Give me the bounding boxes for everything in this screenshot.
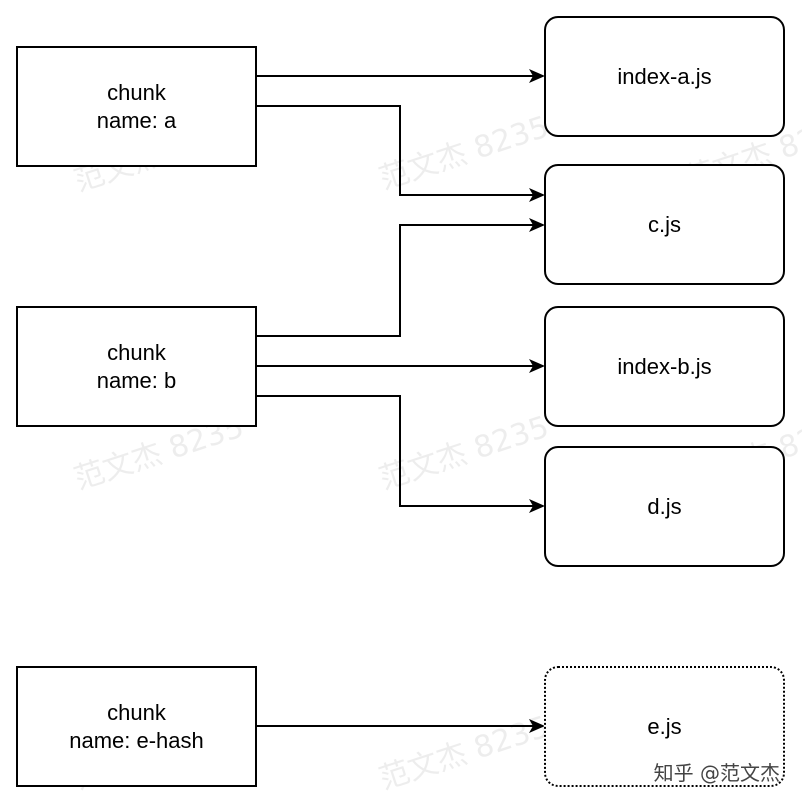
- chunk-b-name: name: b: [96, 367, 177, 393]
- edge-a-to-c: [257, 105, 545, 202]
- file-index-a: index-a.js: [544, 16, 785, 137]
- edge-b-to-d: [257, 395, 545, 513]
- chunk-e-title: chunk: [107, 699, 166, 725]
- chunk-e-name: name: e-hash: [69, 727, 204, 753]
- chunk-a-box: chunk name: a: [16, 46, 257, 167]
- chunk-b-box: chunk name: b: [16, 306, 257, 427]
- file-e-label: e.js: [647, 713, 682, 739]
- file-c-label: c.js: [648, 211, 681, 237]
- edge-b-to-c: [257, 218, 545, 337]
- file-d: d.js: [544, 446, 785, 567]
- chunk-e-box: chunk name: e-hash: [16, 666, 257, 787]
- chunk-a-name: name: a: [96, 107, 177, 133]
- credit-text: 知乎 @范文杰: [653, 761, 780, 785]
- file-index-a-label: index-a.js: [617, 63, 712, 89]
- file-d-label: d.js: [647, 493, 682, 519]
- file-index-b-label: index-b.js: [617, 353, 712, 379]
- chunk-b-title: chunk: [107, 339, 166, 365]
- file-e: e.js: [544, 666, 785, 787]
- file-index-b: index-b.js: [544, 306, 785, 427]
- file-c: c.js: [544, 164, 785, 285]
- chunk-a-title: chunk: [107, 79, 166, 105]
